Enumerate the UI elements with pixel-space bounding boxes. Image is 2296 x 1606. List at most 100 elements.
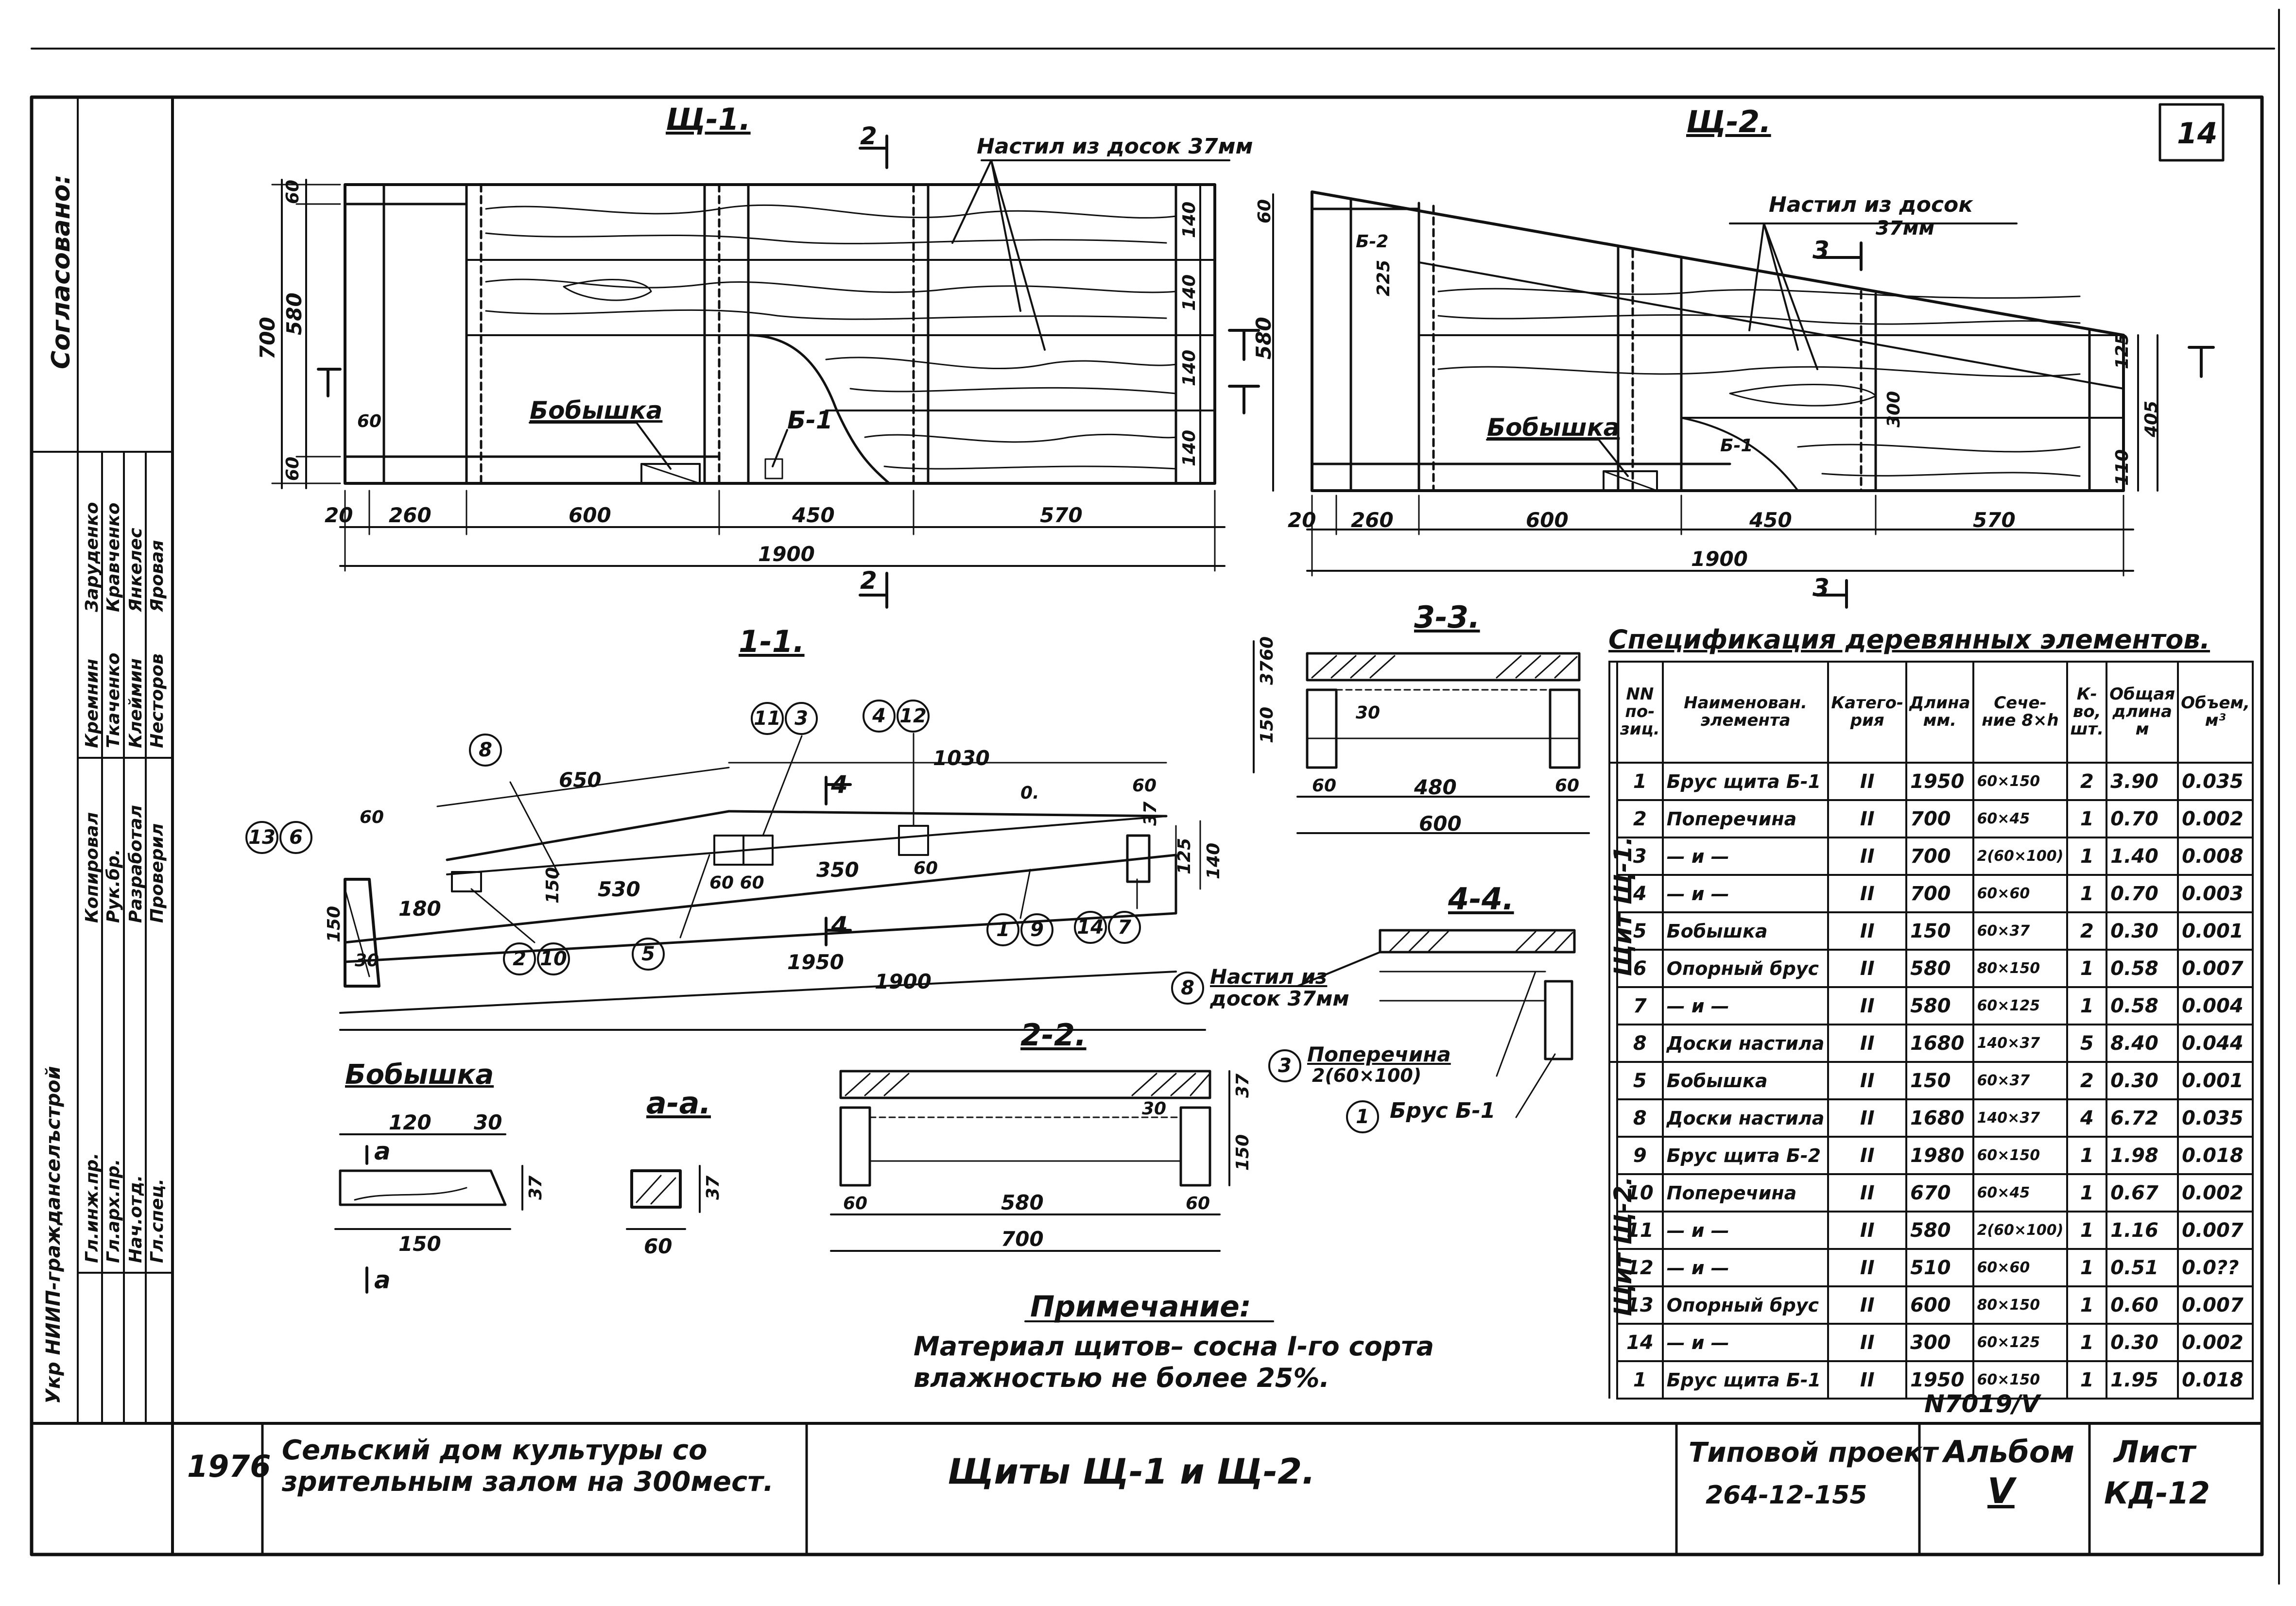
shch1-deck-note: Настил из досок 37мм — [977, 134, 1253, 159]
spec-group-cell — [1608, 762, 1618, 800]
sec11-dim-60c: 60 — [914, 858, 938, 878]
sec11-dim-1950: 1950 — [787, 950, 844, 974]
secaa-dim-37: 37 — [703, 1175, 723, 1200]
shch1-board-2: 140 — [1179, 274, 1199, 311]
stamp-name-6: Кравченко — [104, 502, 123, 612]
spec-cell-name: — и — — [1661, 874, 1830, 913]
shch1-board-3: 140 — [1179, 349, 1199, 386]
spec-cell-total-length: 1.95 — [2106, 1360, 2179, 1400]
spec-cell-total-length: 0.51 — [2106, 1248, 2179, 1287]
spec-cell-name: Опорный брус — [1661, 949, 1830, 988]
spec-cell-section: 2(60×100) — [1972, 1211, 2069, 1250]
shch1-elevation — [271, 135, 1260, 609]
spec-cell-volume: 0.0?? — [2177, 1248, 2254, 1287]
callout-6: 6 — [279, 821, 312, 854]
spec-cell-name: Доски настила — [1661, 1098, 1830, 1138]
block-dim-150: 150 — [398, 1232, 441, 1256]
spec-group-cell — [1608, 912, 1618, 950]
sec11-title: 1-1. — [739, 624, 805, 659]
spec-cell-section: 60×37 — [1972, 1061, 2069, 1100]
spec-cell-length: 300 — [1905, 1323, 1974, 1362]
shch2-dim-580: 580 — [1252, 317, 1276, 359]
spec-cell-category: II — [1827, 1136, 1908, 1175]
sec33-dim-480: 480 — [1414, 775, 1457, 799]
sec33-dim-37: 37 — [1257, 660, 1277, 685]
spec-cell-section: 60×37 — [1972, 911, 2069, 951]
sec11-dim-0: 0. — [1020, 783, 1039, 803]
sec11-dim-150a: 150 — [324, 906, 344, 942]
spec-cell-name: Брус щита Б-2 — [1661, 1136, 1830, 1175]
project-title-2: зрительным залом на 300мест. — [282, 1466, 774, 1498]
shch2-section-mark-top: 3 — [1813, 236, 1830, 264]
spec-header-row: NN по- зиц. Наименован. элемента Катего-… — [1608, 661, 2254, 764]
spec-cell-name: — и — — [1661, 837, 1830, 876]
spec-cell-section: 60×150 — [1972, 1136, 2069, 1175]
spec-cell-qty: 1 — [2066, 1173, 2108, 1213]
shch1-board-4: 140 — [1179, 429, 1199, 466]
spec-cell-category: II — [1827, 1211, 1908, 1250]
spec-cell-pos: 5 — [1616, 1061, 1664, 1100]
sec11-dim-6060: 60 60 — [709, 873, 764, 893]
sec22-dim-580: 580 — [1001, 1191, 1044, 1214]
shch2-dim-125: 125 — [2112, 332, 2132, 369]
shch2-title: Щ-2. — [1686, 104, 1771, 139]
spec-group-cell — [1608, 1324, 1618, 1361]
spec-cell-qty: 1 — [2066, 799, 2108, 838]
sheet-value: КД-12 — [2104, 1475, 2210, 1511]
spec-header-group — [1608, 661, 1618, 764]
stamp-name-7: Янкелес — [126, 528, 146, 612]
stamp-name-8: Яровая — [147, 540, 167, 612]
spec-header-category: Катего- рия — [1827, 661, 1908, 764]
shch1-dim-20: 20 — [325, 503, 353, 527]
spec-cell-length: 1680 — [1905, 1024, 1974, 1063]
spec-group-cell — [1608, 1137, 1618, 1174]
secaa-title: а-а. — [646, 1085, 711, 1121]
spec-cell-category: II — [1827, 949, 1908, 988]
sec22-title: 2-2. — [1020, 1017, 1087, 1053]
agreed-label: Согласовано: — [47, 174, 76, 369]
stamp-name-4: Несторов — [147, 653, 167, 748]
spec-cell-category: II — [1827, 1248, 1908, 1287]
spec-cell-volume: 0.008 — [2177, 837, 2254, 876]
shch1-dim-260: 260 — [389, 503, 432, 527]
block-dim-120: 120 — [389, 1111, 432, 1134]
sec44-note3-b: 2(60×100) — [1312, 1065, 1422, 1086]
drawing-title: Щиты Щ-1 и Щ-2. — [948, 1451, 1315, 1492]
spec-cell-total-length: 1.98 — [2106, 1136, 2179, 1175]
spec-cell-pos: 11 — [1616, 1211, 1664, 1250]
project-year: 1976 — [187, 1449, 271, 1484]
sec11-mark-bottom: 4 — [831, 911, 848, 940]
callout-4-4-3: 3 — [1268, 1049, 1301, 1082]
callout-2: 2 — [503, 942, 536, 975]
spec-group-cell — [1608, 1212, 1618, 1249]
spec-header-volume: Объем, м³ — [2177, 661, 2254, 764]
section-a-a-detail — [626, 1165, 701, 1230]
sec11-dim-350: 350 — [816, 858, 859, 882]
shch2-dim-60: 60 — [1255, 199, 1275, 223]
spec-cell-length: 510 — [1905, 1248, 1974, 1287]
spec-cell-section: 60×150 — [1972, 1360, 2069, 1400]
shch2-dim-260: 260 — [1351, 508, 1394, 532]
spec-group-cell — [1608, 837, 1618, 875]
spec-cell-pos: 9 — [1616, 1136, 1664, 1175]
archive-number: N7019/V — [1924, 1390, 2040, 1418]
spec-cell-total-length: 6.72 — [2106, 1098, 2179, 1138]
spec-title: Спецификация деревянных элементов. — [1608, 624, 2210, 655]
sec11-dim-140: 140 — [1204, 842, 1224, 879]
spec-cell-section: 60×125 — [1972, 986, 2069, 1025]
spec-cell-total-length: 0.70 — [2106, 799, 2179, 838]
org-name: Укр НИИП-гражданселъстрой — [42, 1066, 65, 1404]
spec-cell-qty: 1 — [2066, 1285, 2108, 1325]
spec-cell-category: II — [1827, 986, 1908, 1025]
sec33-dim-30: 30 — [1356, 703, 1381, 723]
shch2-beam-label: Б-1 — [1720, 436, 1753, 456]
note-title: Примечание: — [1030, 1290, 1251, 1324]
spec-group-cell — [1608, 1174, 1618, 1212]
sec11-dim-125: 125 — [1174, 837, 1194, 874]
callout-5: 5 — [632, 938, 665, 971]
